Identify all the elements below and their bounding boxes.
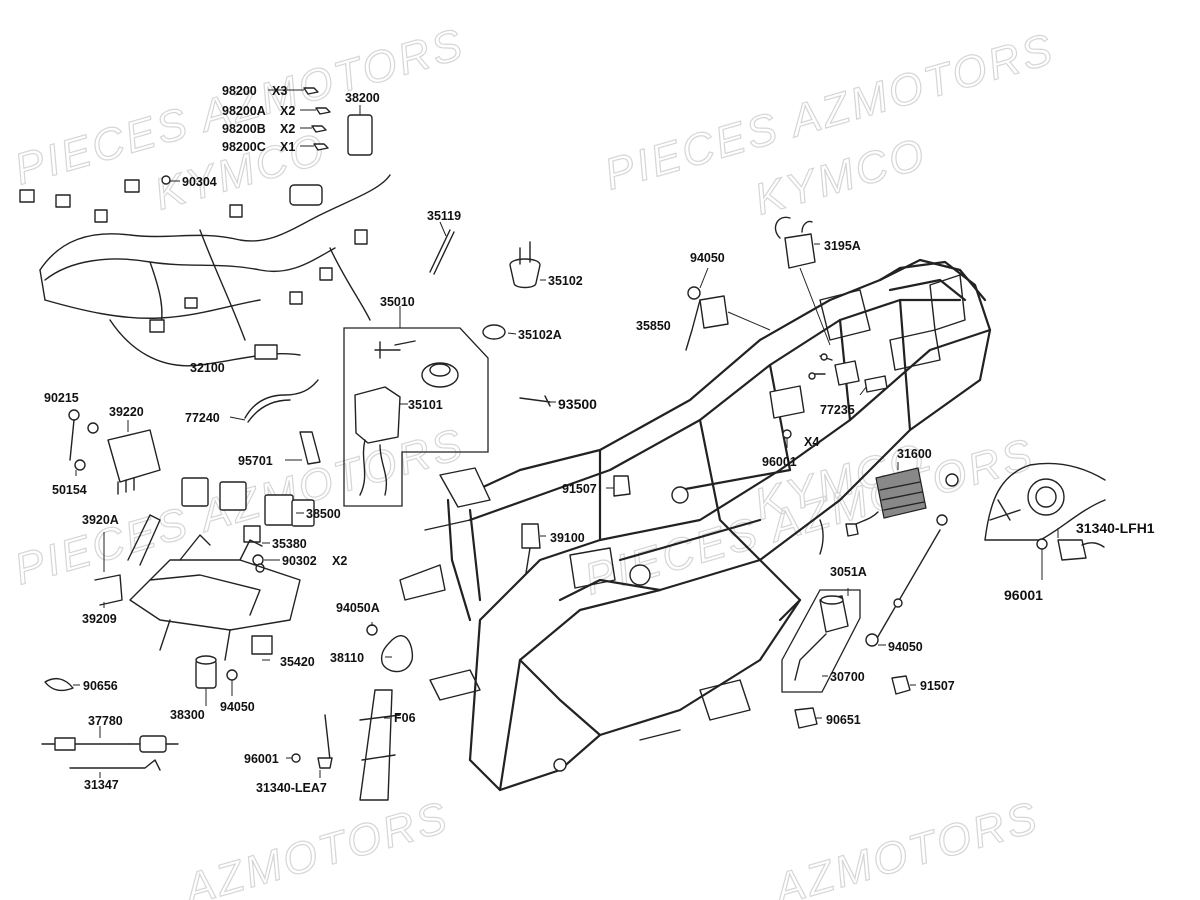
sensor-mid xyxy=(521,475,631,574)
label-98200: 98200 xyxy=(222,84,257,98)
label-35102: 35102 xyxy=(548,274,583,288)
label-38500: 38500 xyxy=(306,507,341,521)
label-3920a: 3920A xyxy=(82,513,119,527)
label-35010: 35010 xyxy=(380,295,415,309)
label-35380: 35380 xyxy=(272,537,307,551)
label-35102a: 35102A xyxy=(518,328,562,342)
label-qty: X2 xyxy=(280,104,295,118)
ecu-group xyxy=(68,409,161,495)
ignition-switch-assembly xyxy=(343,306,489,507)
label-31340-lfh1: 31340-LFH1 xyxy=(1076,520,1155,536)
label-94050: 94050 xyxy=(220,700,255,714)
label-35420: 35420 xyxy=(280,655,315,669)
label-37780: 37780 xyxy=(88,714,123,728)
label-94050: 94050 xyxy=(888,640,923,654)
label-98200c: 98200C xyxy=(222,140,266,154)
horn-and-fork xyxy=(286,622,414,801)
label-95701: 95701 xyxy=(238,454,273,468)
label-50154: 50154 xyxy=(52,483,87,497)
top-right-electrics xyxy=(685,216,888,448)
part-labels: 98200 X3 98200A X2 98200B X2 98200C X1 3… xyxy=(44,84,1155,795)
label-96001: 96001 xyxy=(762,455,797,469)
label-93500: 93500 xyxy=(558,396,597,412)
label-91507: 91507 xyxy=(562,482,597,496)
label-31347: 31347 xyxy=(84,778,119,792)
label-31600: 31600 xyxy=(897,447,932,461)
label-35119: 35119 xyxy=(427,209,461,223)
label-qty: X1 xyxy=(280,140,295,154)
label-38200: 38200 xyxy=(345,91,380,105)
fuse-group xyxy=(161,87,373,185)
label-90304: 90304 xyxy=(182,175,217,189)
label-98200a: 98200A xyxy=(222,104,266,118)
relay-group xyxy=(181,477,315,573)
label-90651: 90651 xyxy=(826,713,861,727)
regulator xyxy=(819,462,927,555)
watermark-text: AZMOTORS xyxy=(176,792,454,900)
label-91507: 91507 xyxy=(920,679,955,693)
label-38300: 38300 xyxy=(170,708,205,722)
label-38110: 38110 xyxy=(330,651,364,665)
label-32100: 32100 xyxy=(190,361,225,375)
label-94050: 94050 xyxy=(690,251,725,265)
label-qty: X2 xyxy=(280,122,295,136)
label-96001: 96001 xyxy=(1004,587,1043,603)
label-qty: X2 xyxy=(332,554,347,568)
label-30700: 30700 xyxy=(830,670,865,684)
label-35850: 35850 xyxy=(636,319,671,333)
label-39220: 39220 xyxy=(109,405,144,419)
wire-harness xyxy=(19,174,391,367)
label-39209: 39209 xyxy=(82,612,117,626)
watermark-text: AZMOTORS xyxy=(766,792,1044,900)
ignition-coil-group xyxy=(781,588,861,693)
label-90302: 90302 xyxy=(282,554,317,568)
misc-parts-center xyxy=(229,379,556,465)
label-77235: 77235 xyxy=(820,403,855,417)
label-90656: 90656 xyxy=(83,679,118,693)
label-77240: 77240 xyxy=(185,411,220,425)
label-39100: 39100 xyxy=(550,531,585,545)
label-qty: X3 xyxy=(272,84,287,98)
label-f06: F06 xyxy=(394,711,416,725)
sensor-inset xyxy=(984,462,1106,580)
lock-parts xyxy=(429,221,546,340)
label-96001: 96001 xyxy=(244,752,279,766)
label-94050a: 94050A xyxy=(336,601,380,615)
label-98200b: 98200B xyxy=(222,122,266,136)
bottom-left-parts xyxy=(41,677,179,778)
label-3195a: 3195A xyxy=(824,239,861,253)
chassis-frame xyxy=(399,258,992,792)
right-fasteners xyxy=(794,473,959,729)
battery-bracket xyxy=(94,514,301,706)
label-3051a: 3051A xyxy=(830,565,867,579)
label-90215: 90215 xyxy=(44,391,79,405)
label-35101: 35101 xyxy=(408,398,443,412)
label-x4: X4 xyxy=(804,435,819,449)
label-31340-lea7: 31340-LEA7 xyxy=(256,781,327,795)
